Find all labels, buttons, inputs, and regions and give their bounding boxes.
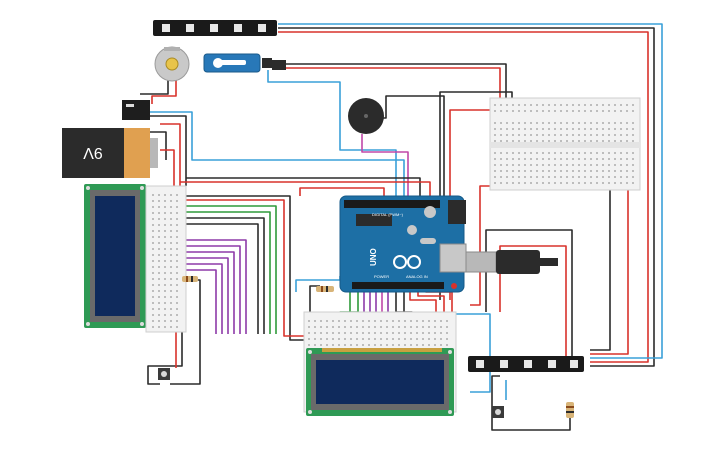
wire (361, 134, 409, 200)
wire (278, 23, 663, 359)
wire (160, 123, 181, 186)
lcd-left[interactable] (84, 184, 146, 328)
battery-label: 9V (83, 144, 103, 161)
led-strip-top[interactable] (153, 20, 277, 36)
wire (590, 186, 611, 351)
piezo-buzzer[interactable] (348, 98, 384, 134)
resistor-center[interactable] (316, 286, 334, 292)
wire (151, 78, 177, 104)
wire (440, 313, 491, 393)
arduino-header-digital: DIGITAL (PWM~) (372, 212, 404, 217)
led-strip-bottom[interactable] (468, 356, 584, 372)
wire (590, 186, 629, 355)
wire (284, 67, 501, 104)
breadboard-left[interactable] (145, 185, 187, 333)
battery-9v[interactable]: 9V (62, 128, 158, 178)
wire (267, 70, 397, 200)
wire (491, 375, 571, 431)
wire (146, 211, 271, 334)
wire (499, 245, 567, 360)
wire (147, 286, 183, 385)
wire (485, 229, 573, 360)
wire (140, 78, 169, 95)
wire (278, 27, 655, 367)
servo[interactable] (203, 53, 286, 73)
led-strip-top-pixels (162, 24, 266, 32)
wire (150, 115, 187, 186)
arduino-header-power: POWER (374, 274, 389, 279)
wire (284, 63, 507, 104)
resistor-left[interactable] (182, 276, 198, 282)
pushbutton-right[interactable] (492, 406, 504, 418)
arduino-header-analog: ANALOG IN (406, 274, 428, 279)
relay[interactable] (122, 100, 150, 120)
arduino-model-label: UNO (369, 248, 378, 266)
breadboard-top-right[interactable] (489, 97, 641, 191)
dc-motor[interactable] (154, 46, 190, 82)
arduino-uno[interactable]: DIGITAL (PWM~) POWER ANALOG IN UNO (339, 195, 467, 293)
wire (150, 111, 405, 200)
lcd-center[interactable] (306, 348, 454, 416)
pushbutton-left[interactable] (158, 368, 170, 380)
usb-cable[interactable] (465, 250, 558, 274)
lcd-center-pins (322, 348, 442, 352)
wire (160, 149, 175, 186)
wire (146, 205, 277, 334)
wire (278, 31, 649, 363)
wire (186, 177, 421, 204)
resistor-bottom-right[interactable] (566, 402, 574, 418)
led-strip-bottom-pixels (476, 360, 578, 368)
